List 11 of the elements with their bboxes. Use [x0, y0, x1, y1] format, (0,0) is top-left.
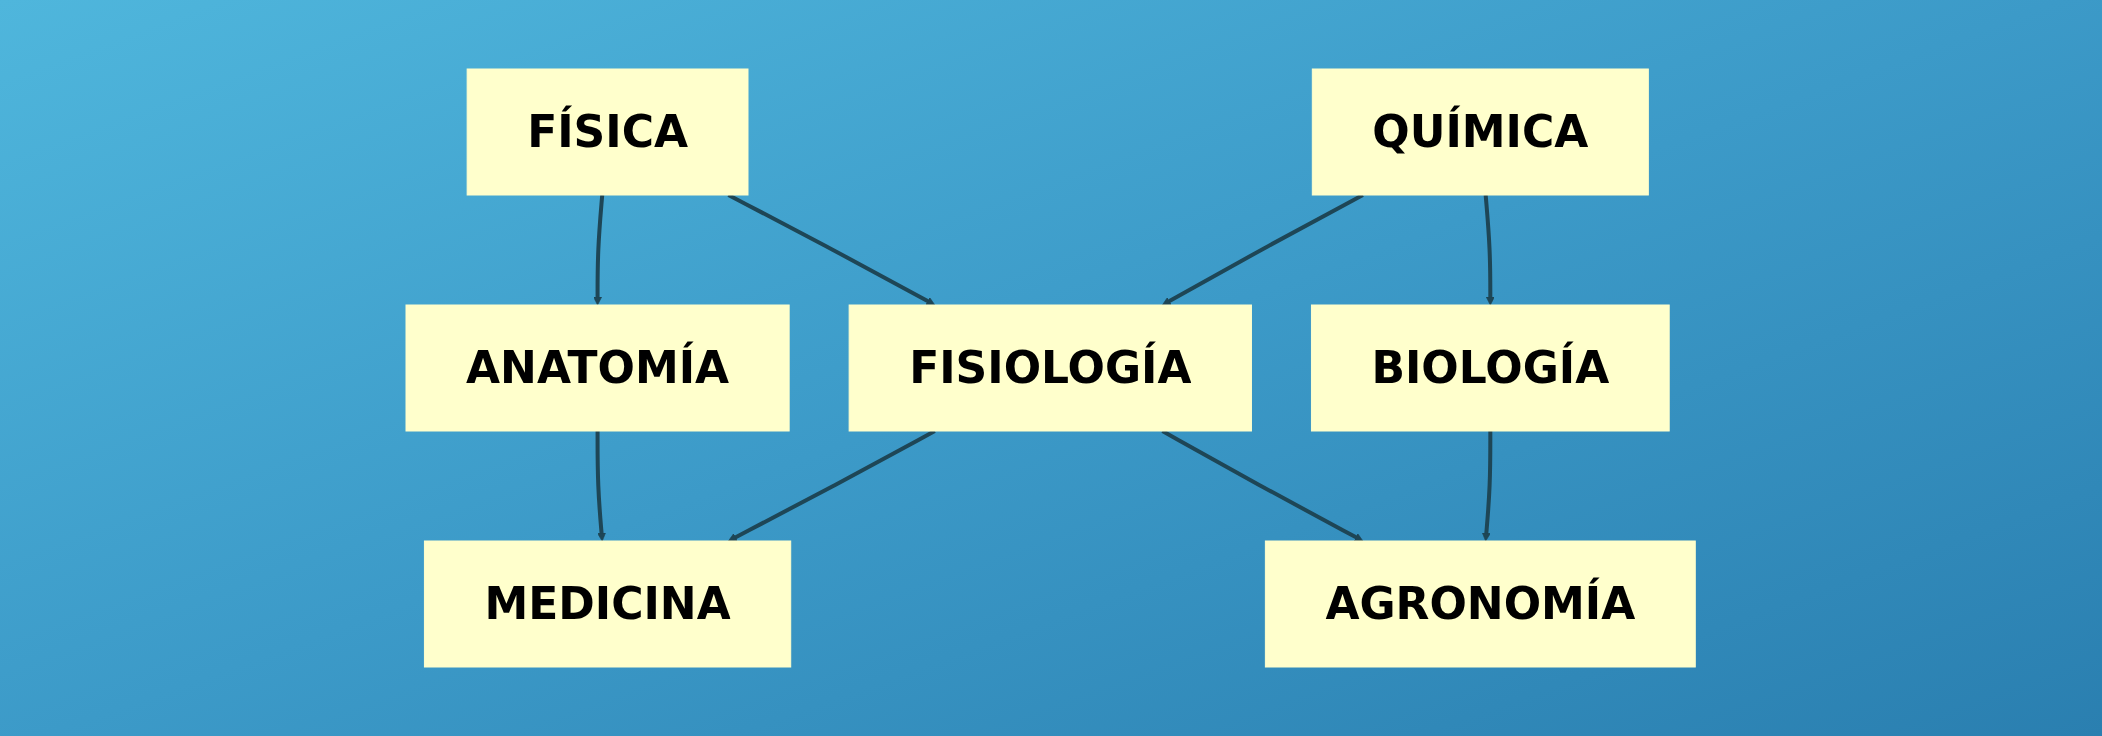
node-box: QUÍMICA — [1312, 68, 1650, 196]
node-box: BIOLOGÍA — [1311, 304, 1671, 432]
arrow — [593, 194, 605, 306]
arrow — [595, 431, 607, 542]
node-box: FISIOLOGÍA — [849, 304, 1253, 432]
arrow — [1484, 194, 1496, 306]
arrow — [1482, 431, 1493, 542]
node-box: FÍSICA — [467, 68, 749, 196]
node-box: MEDICINA — [424, 540, 792, 668]
node-box: AGRONOMÍA — [1265, 540, 1697, 668]
node-box: ANATOMÍA — [405, 304, 790, 432]
